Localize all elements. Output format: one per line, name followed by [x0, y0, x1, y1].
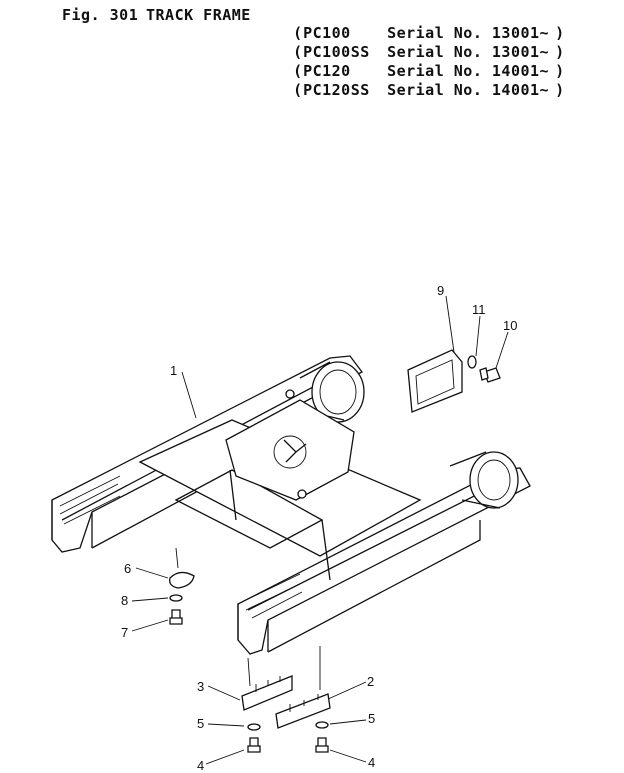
callout-3: 3 [197, 679, 205, 694]
guard-part-3 [241, 675, 293, 711]
callout-11: 11 [472, 302, 486, 317]
serial-range: Serial No. 14001~ [387, 62, 550, 80]
washer-part-5 [315, 721, 329, 729]
model-name: PC120SS [303, 81, 370, 99]
serial-range: Serial No. 13001~ [387, 43, 550, 61]
serial-range: Serial No. 14001~ [387, 81, 550, 99]
swing-circle-plate [225, 389, 355, 501]
model-name: PC100 [303, 24, 351, 42]
guard-part-2 [275, 693, 331, 729]
callout-5: 5 [368, 711, 376, 726]
bolt-part-4 [315, 737, 329, 753]
callout-2: 2 [367, 674, 375, 689]
front-housing [449, 451, 519, 509]
callout-6: 6 [124, 561, 132, 576]
callout-8: 8 [121, 593, 129, 608]
bolt-part-10 [479, 367, 501, 383]
bolt-part-7 [169, 609, 183, 625]
washer-part-8 [169, 594, 183, 602]
washer-part-11 [467, 355, 477, 369]
figure-title: TRACK FRAME [146, 6, 251, 24]
plate-part-6 [169, 571, 195, 589]
left-side-frame [51, 355, 363, 553]
callout-7: 7 [121, 625, 129, 640]
callout-5: 5 [197, 716, 205, 731]
callout-4: 4 [197, 758, 205, 773]
callout-10: 10 [503, 318, 518, 333]
callout-9: 9 [437, 283, 445, 298]
bolt-part-4 [247, 737, 261, 753]
callout-1: 1 [170, 363, 178, 378]
figure-number: Fig. 301 [62, 6, 139, 24]
cover-part-9 [407, 349, 463, 413]
model-name: PC100SS [303, 43, 370, 61]
leader-lines [131, 295, 509, 765]
washer-part-5 [247, 723, 261, 731]
callout-4: 4 [368, 755, 376, 770]
serial-range: Serial No. 13001~ [387, 24, 550, 42]
model-name: PC120 [303, 62, 351, 80]
